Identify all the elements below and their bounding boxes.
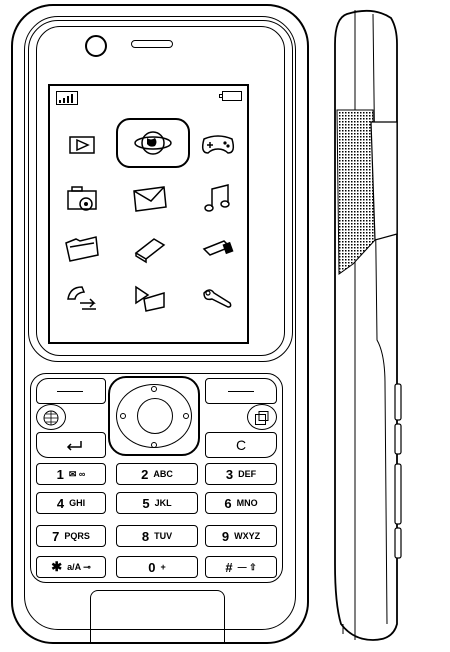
- keypad-frame: [30, 373, 283, 583]
- key-✱[interactable]: ✱ a/A ⊸: [36, 556, 106, 578]
- key-main-label: 2: [141, 466, 149, 482]
- key-2[interactable]: 2 ABC: [116, 463, 198, 485]
- phone-front-bezel: [24, 16, 296, 630]
- folder-icon[interactable]: [60, 228, 104, 268]
- music-note-icon[interactable]: [196, 178, 240, 218]
- back-key[interactable]: [36, 432, 106, 458]
- key-sub-label: — ⇧: [237, 561, 257, 572]
- notebook-icon[interactable]: [128, 228, 172, 268]
- key-sub-label: DEF: [238, 469, 257, 479]
- key-#[interactable]: # — ⇧: [205, 556, 277, 578]
- key-5[interactable]: 5 JKL: [116, 492, 198, 514]
- screen-housing: [28, 20, 293, 362]
- key-8[interactable]: 8 TUV: [116, 525, 198, 547]
- key-main-label: #: [225, 559, 233, 575]
- key-3[interactable]: 3 DEF: [205, 463, 277, 485]
- key-main-label: 1: [56, 466, 64, 482]
- key-sub-label: PQRS: [64, 531, 90, 541]
- nav-left-dot: [120, 413, 126, 419]
- media-folder-icon[interactable]: [128, 278, 172, 318]
- key-main-label: 8: [141, 528, 150, 544]
- clear-key-label: C: [235, 437, 247, 453]
- back-arrow-icon: [66, 441, 82, 451]
- right-soft-key[interactable]: [205, 378, 277, 404]
- envelope-icon[interactable]: [128, 178, 172, 218]
- key-main-label: 4: [56, 495, 65, 511]
- key-sub-label: ✉ ∞: [68, 468, 86, 479]
- call-transfer-icon[interactable]: [60, 278, 104, 318]
- earpiece-speaker: [131, 40, 173, 48]
- key-sub-label: MNO: [236, 498, 258, 508]
- activity-menu-icon: [255, 411, 269, 425]
- key-sub-label: WXYZ: [234, 531, 261, 541]
- internet-key[interactable]: [36, 404, 66, 430]
- globe-icon[interactable]: [116, 118, 190, 168]
- phone-side-view: [334, 9, 402, 641]
- key-6[interactable]: 6 MNO: [205, 492, 277, 514]
- clear-key[interactable]: C: [205, 432, 277, 458]
- nav-down-dot: [151, 442, 157, 448]
- key-sub-label: a/A ⊸: [67, 561, 91, 572]
- key-main-label: 9: [221, 528, 230, 544]
- key-sub-label: GHI: [69, 498, 86, 508]
- key-main-label: 6: [224, 495, 232, 511]
- battery-icon: [219, 91, 242, 101]
- key-sub-label: TUV: [154, 531, 173, 541]
- key-0[interactable]: 0+: [116, 556, 198, 578]
- usb-stick-icon[interactable]: [196, 228, 240, 268]
- key-main-label: ✱: [51, 559, 63, 574]
- key-main-label: 7: [52, 528, 60, 544]
- key-sub-label: +: [160, 562, 166, 572]
- key-main-label: 0: [148, 559, 156, 575]
- key-main-label: 5: [142, 495, 150, 511]
- microphone-tab: [90, 590, 225, 642]
- signal-bars-icon: [56, 91, 78, 105]
- front-camera-icon: [85, 35, 107, 57]
- gamepad-icon[interactable]: [196, 124, 240, 164]
- key-main-label: 3: [225, 466, 234, 482]
- navigation-center-select[interactable]: [137, 398, 173, 434]
- left-soft-key[interactable]: [36, 378, 106, 404]
- nav-right-dot: [183, 413, 189, 419]
- key-9[interactable]: 9 WXYZ: [205, 525, 277, 547]
- camera-icon[interactable]: [60, 178, 104, 218]
- screen-housing-inner: [36, 26, 285, 356]
- key-4[interactable]: 4 GHI: [36, 492, 106, 514]
- key-sub-label: ABC: [153, 469, 173, 479]
- navigation-key[interactable]: [108, 376, 200, 456]
- globe-small-icon: [43, 410, 59, 426]
- wrench-icon[interactable]: [196, 278, 240, 318]
- nav-up-dot: [151, 386, 157, 392]
- key-sub-label: JKL: [154, 498, 172, 508]
- activity-menu-key[interactable]: [247, 404, 277, 430]
- key-7[interactable]: 7 PQRS: [36, 525, 106, 547]
- key-1[interactable]: 1 ✉ ∞: [36, 463, 106, 485]
- play-icon[interactable]: [60, 124, 104, 164]
